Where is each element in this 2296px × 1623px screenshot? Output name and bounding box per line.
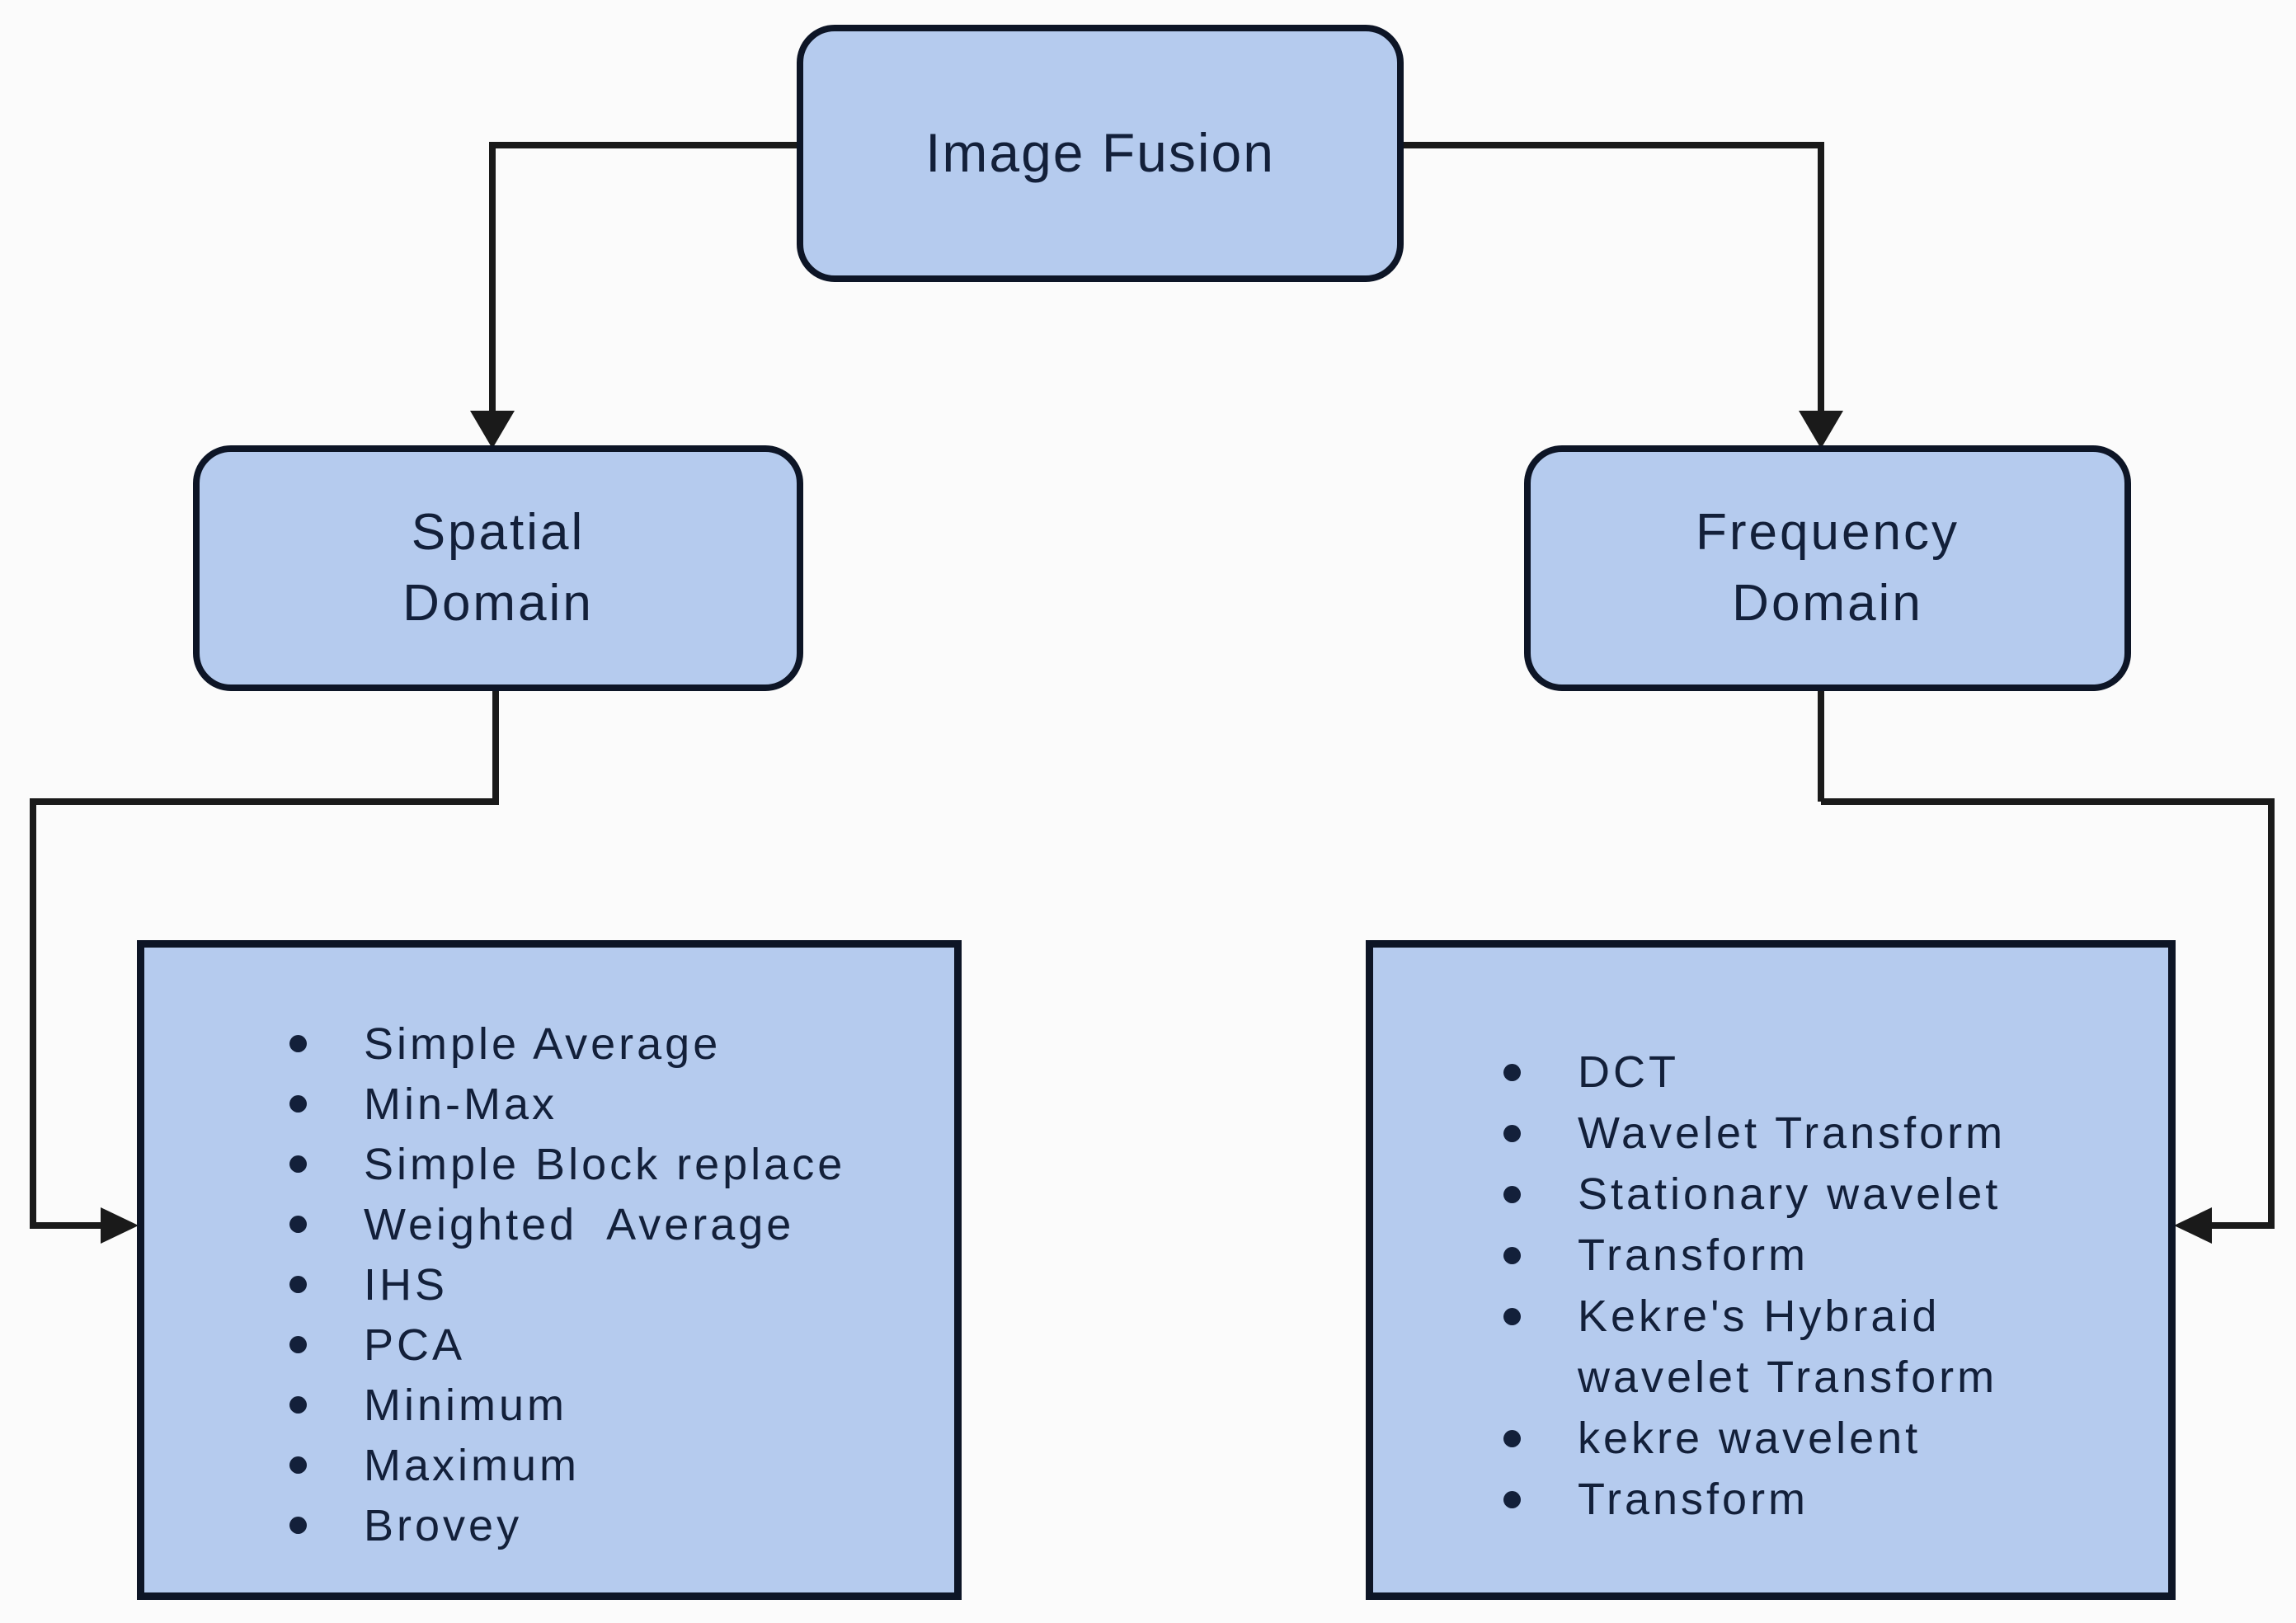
- arrow-left-icon: [2174, 1207, 2212, 1244]
- frequency-methods-list: DCT Wavelet Transform Stationary wavelet…: [1373, 948, 2168, 1530]
- list-item: IHS: [289, 1254, 946, 1315]
- bullet-icon: [1503, 1246, 1521, 1264]
- list-item: kekre wavelent: [1503, 1408, 2160, 1469]
- arrow-right-icon: [101, 1207, 139, 1244]
- frequency-methods-box: DCT Wavelet Transform Stationary wavelet…: [1366, 940, 2176, 1600]
- list-item: Maximum: [289, 1435, 946, 1495]
- node-spatial-domain: Spatial Domain: [193, 445, 803, 691]
- list-item-label: DCT: [1578, 1047, 1679, 1097]
- list-item: Brovey: [289, 1495, 946, 1555]
- connector-segment: [492, 691, 499, 802]
- connector-segment: [1818, 142, 1824, 414]
- list-item-label: Minimum: [364, 1380, 568, 1430]
- connector-segment: [489, 142, 496, 414]
- bullet-icon: [1503, 1124, 1521, 1142]
- node-image-fusion: Image Fusion: [797, 25, 1404, 282]
- bullet-icon: [289, 1276, 307, 1293]
- connector-segment: [1404, 142, 1824, 148]
- list-item-label: Maximum: [364, 1440, 581, 1490]
- list-item-label: Min-Max: [364, 1079, 558, 1129]
- list-item-label: PCA: [364, 1320, 466, 1370]
- spatial-methods-box: Simple Average Min-Max Simple Block repl…: [137, 940, 962, 1600]
- bullet-icon: [289, 1155, 307, 1173]
- spatial-methods-list: Simple Average Min-Max Simple Block repl…: [144, 948, 954, 1555]
- arrow-down-icon: [470, 411, 515, 449]
- connector-segment: [30, 798, 36, 1229]
- bullet-icon: [1503, 1185, 1521, 1203]
- list-item: Min-Max: [289, 1074, 946, 1134]
- node-spatial-domain-label: Spatial Domain: [402, 504, 594, 632]
- list-item: Simple Average: [289, 1014, 946, 1074]
- bullet-icon: [289, 1456, 307, 1474]
- list-item-label: Transform: [1578, 1475, 1809, 1524]
- list-item-label: Transform: [1578, 1230, 1809, 1280]
- list-item: Stationary wavelet: [1503, 1164, 2160, 1225]
- arrow-down-icon: [1799, 411, 1843, 449]
- list-item-label: Weighted Average: [364, 1199, 795, 1249]
- bullet-icon: [289, 1336, 307, 1353]
- bullet-icon: [289, 1095, 307, 1113]
- list-item: PCA: [289, 1315, 946, 1375]
- list-item-label: Simple Block replace: [364, 1139, 846, 1189]
- node-frequency-domain: Frequency Domain: [1524, 445, 2131, 691]
- list-item: Simple Block replace: [289, 1134, 946, 1194]
- bullet-icon: [1503, 1307, 1521, 1325]
- list-item: Weighted Average: [289, 1194, 946, 1254]
- list-item: Transform: [1503, 1225, 2160, 1286]
- bullet-icon: [289, 1517, 307, 1534]
- connector-segment: [1821, 798, 2275, 805]
- node-image-fusion-label: Image Fusion: [925, 122, 1275, 184]
- connector-segment: [2212, 1222, 2275, 1229]
- list-item: Minimum: [289, 1375, 946, 1435]
- bullet-icon: [1503, 1063, 1521, 1081]
- bullet-icon: [1503, 1429, 1521, 1447]
- connector-segment: [2268, 798, 2275, 1229]
- connector-segment: [30, 798, 499, 805]
- node-frequency-domain-label: Frequency Domain: [1696, 504, 1960, 632]
- bullet-icon: [289, 1035, 307, 1052]
- list-item-label: kekre wavelent: [1578, 1414, 1922, 1463]
- list-item-label: IHS: [364, 1259, 449, 1310]
- connector-segment: [30, 1222, 102, 1229]
- list-item-label: Simple Average: [364, 1018, 722, 1069]
- list-item-label: Wavelet Transform: [1578, 1108, 2007, 1158]
- list-item: Transform: [1503, 1469, 2160, 1530]
- list-item-label: Stationary wavelet: [1578, 1169, 2002, 1219]
- list-item: DCT: [1503, 1042, 2160, 1103]
- list-item-label: wavelet Transform: [1578, 1352, 1998, 1402]
- list-item-label: Kekre's Hybraid: [1578, 1291, 1941, 1341]
- bullet-icon: [1503, 1490, 1521, 1508]
- list-item: Kekre's Hybraid: [1503, 1286, 2160, 1347]
- bullet-icon: [289, 1216, 307, 1233]
- list-item: Wavelet Transform: [1503, 1103, 2160, 1164]
- bullet-icon: [289, 1396, 307, 1414]
- list-item: wavelet Transform: [1503, 1347, 2160, 1408]
- connector-segment: [1818, 691, 1824, 802]
- list-item-label: Brovey: [364, 1500, 523, 1550]
- connector-segment: [492, 142, 797, 148]
